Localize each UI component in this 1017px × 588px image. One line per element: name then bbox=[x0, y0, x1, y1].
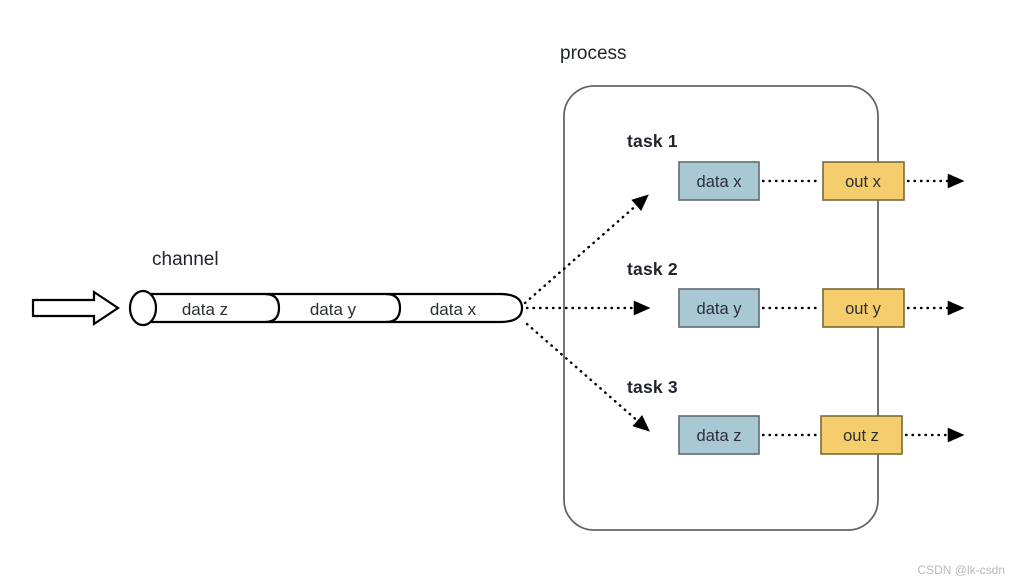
task-1-out-label: out x bbox=[845, 173, 882, 191]
task-1-title: task 1 bbox=[627, 131, 678, 151]
task-3-data-box[interactable] bbox=[678, 415, 760, 455]
task-2-out-label: out y bbox=[845, 300, 882, 318]
process-label: process bbox=[560, 43, 627, 64]
channel-label: channel bbox=[152, 249, 219, 270]
task-1-data-label: data x bbox=[697, 173, 743, 191]
fanout-connector-task-3 bbox=[525, 322, 650, 432]
channel-divider-2 bbox=[385, 292, 402, 324]
task-2-out-box[interactable] bbox=[822, 288, 905, 328]
task-1-data-box[interactable] bbox=[678, 161, 760, 201]
channel-mouth-ellipse bbox=[128, 289, 158, 327]
fanout-connector-task-1 bbox=[523, 194, 649, 305]
task-2-title: task 2 bbox=[627, 259, 678, 279]
channel-segment-label-y: data y bbox=[310, 300, 357, 319]
task-2-data-label: data y bbox=[697, 300, 743, 318]
channel-input-arrow-icon bbox=[31, 289, 120, 327]
task-3-out-box[interactable] bbox=[820, 415, 903, 455]
task-3-title: task 3 bbox=[627, 377, 678, 397]
channel-segment-label-z: data z bbox=[182, 300, 228, 319]
task-3-out-label: out z bbox=[843, 427, 879, 445]
channel-divider-1 bbox=[264, 292, 281, 324]
channel-segment-label-x: data x bbox=[430, 300, 477, 319]
task-1-out-box[interactable] bbox=[822, 161, 905, 201]
task-2-data-box[interactable] bbox=[678, 288, 760, 328]
watermark: CSDN @lk-csdn bbox=[917, 563, 1005, 577]
task-3-data-label: data z bbox=[697, 427, 742, 445]
channel-cylinder bbox=[128, 289, 524, 327]
